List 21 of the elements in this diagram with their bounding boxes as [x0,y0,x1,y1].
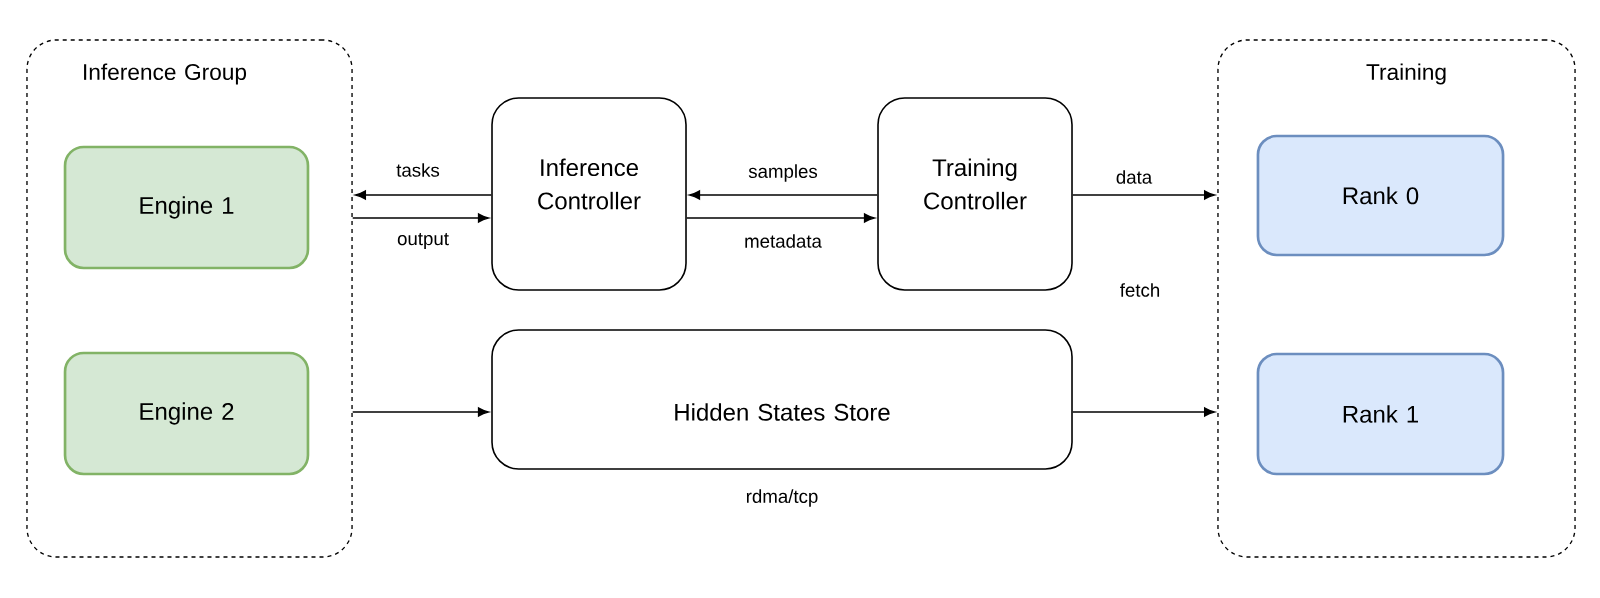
edge-label: metadata [742,232,824,250]
arrow [351,407,489,417]
arrow [355,190,492,200]
arrow [689,190,878,200]
edge-label: tasks [394,161,442,179]
rank-box: Rank 0 [1256,134,1505,257]
arrow [1072,190,1215,200]
controller-box: Training Controller [877,97,1073,291]
node-label: rdma/tcp [746,489,818,507]
note-label: fetch [1120,283,1160,297]
store-box: Hidden States Store rdma/tcp [491,329,1073,507]
edge-label: output [395,231,451,251]
edge-label: samples [746,162,820,184]
engine-box: Engine 1 [63,145,310,270]
edge-label: data [1114,168,1154,186]
arrow [686,213,875,223]
engine-box: Engine 2 [63,351,310,476]
controller-box: Inference Controller [491,97,687,291]
rank-box: Rank 1 [1256,352,1505,476]
arrow [351,213,489,223]
arrow [1072,407,1215,417]
